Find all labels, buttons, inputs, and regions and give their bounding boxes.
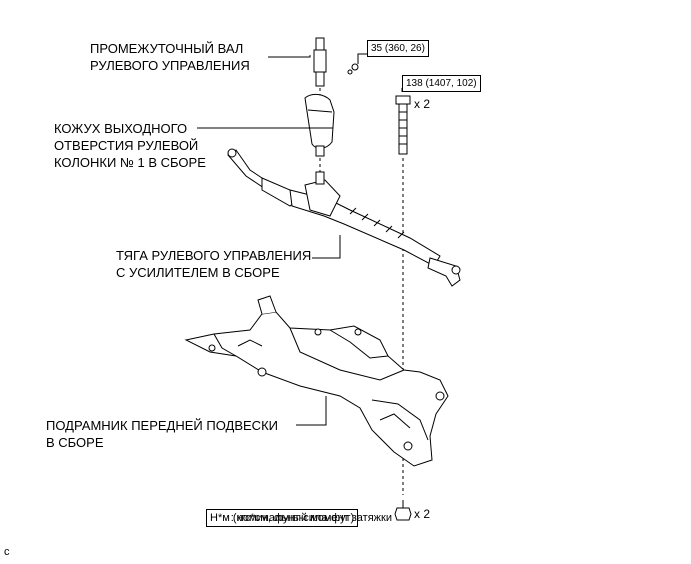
torque-legend-description: : номинальный момент затяжки	[230, 512, 392, 524]
intermediate-shaft-drawing	[313, 37, 359, 87]
subframe-bolt-drawing	[395, 95, 411, 155]
lower-nut-drawing	[394, 500, 412, 521]
shaft-torque-spec: 35 (360, 26)	[367, 40, 429, 57]
steering-link-label: ТЯГА РУЛЕВОГО УПРАВЛЕНИЯ С УСИЛИТЕЛЕМ В …	[116, 248, 312, 280]
column-hole-cover-drawing	[304, 93, 335, 157]
subframe-drawing	[184, 295, 449, 467]
subframe-label: ПОДРАМНИК ПЕРЕДНЕЙ ПОДВЕСКИ В СБОРЕ	[46, 418, 278, 450]
lower-nut-quantity: x 2	[414, 507, 431, 521]
steering-rack-drawing	[227, 148, 461, 287]
corner-mark: c	[4, 546, 10, 558]
column-hole-cover-label: КОЖУХ ВЫХОДНОГО ОТВЕРСТИЯ РУЛЕВОЙ КОЛОНК…	[54, 121, 206, 170]
upper-bolt-quantity: x 2	[414, 97, 431, 111]
intermediate-shaft-label: ПРОМЕЖУТОЧНЫЙ ВАЛ РУЛЕВОГО УПРАВЛЕНИЯ	[90, 41, 250, 73]
torque-units-legend: Н*м (кгс*см, фунт-сила-фут)	[206, 509, 359, 527]
alignment-lines	[319, 88, 404, 495]
subframe-bolt-torque-spec: 138 (1407, 102)	[402, 75, 481, 92]
